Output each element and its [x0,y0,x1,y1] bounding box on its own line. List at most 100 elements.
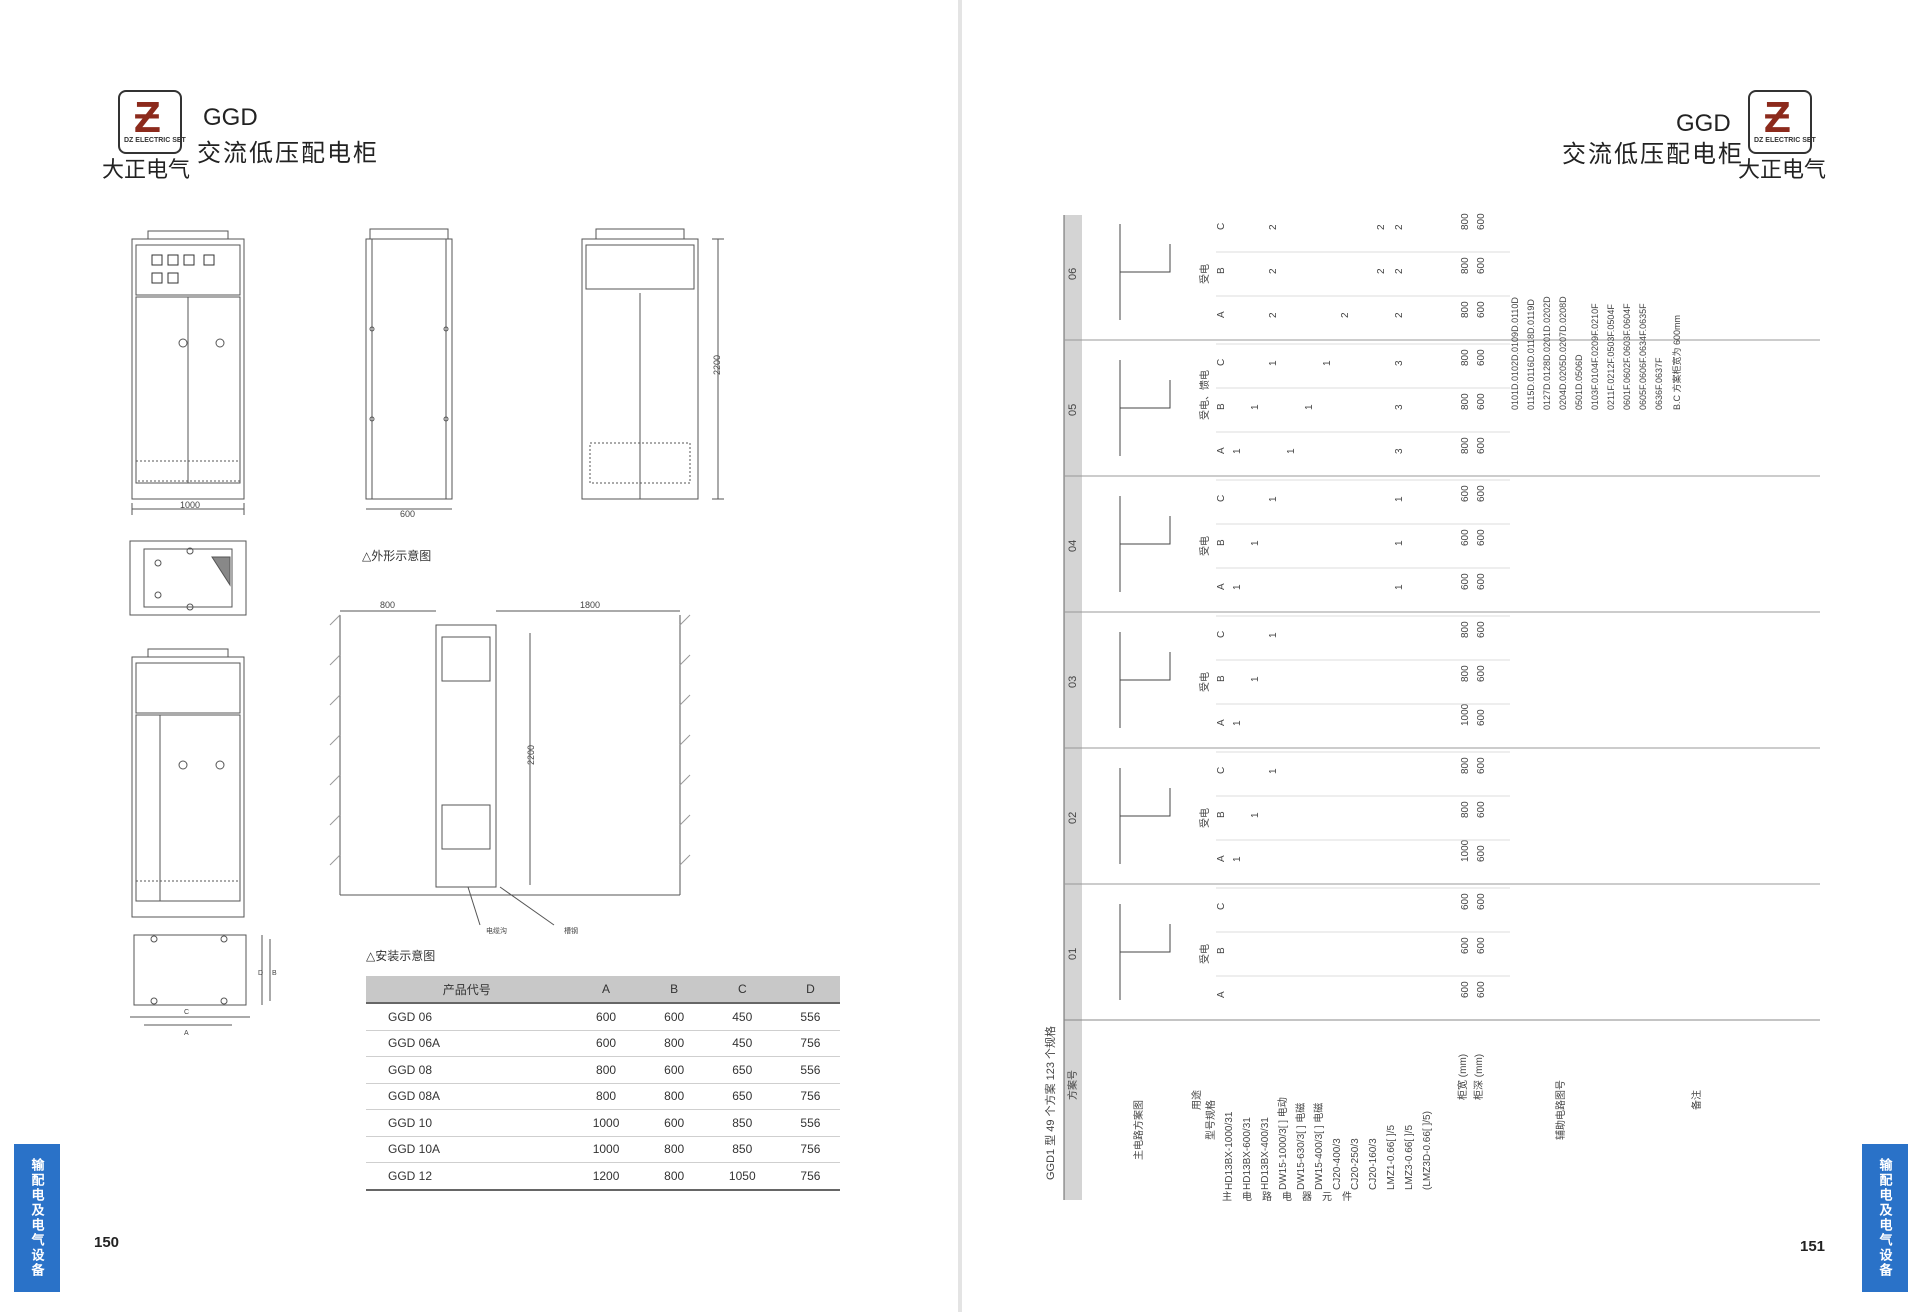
scheme-col-letter: B [1216,675,1227,682]
page-title-cn: 交流低压配电柜 [1562,141,1744,168]
scheme-col-letter: C [1216,223,1227,230]
table-cell: 650 [703,1083,781,1110]
label-component: (LMZ3D-0.66[ ]/5) [1422,1111,1433,1190]
scheme-col-letter: A [1216,991,1227,998]
component-mark: 1 [1286,448,1297,454]
component-mark: 1 [1232,720,1243,726]
cab-depth-value: 600 [1476,893,1487,910]
component-mark: 2 [1394,224,1405,230]
page-number-right: 151 [1800,1238,1826,1255]
scheme-usage: 受电 [1198,264,1211,284]
cabinet-front-view-2 [131,648,245,918]
table-cell: 556 [780,1109,840,1137]
table-cell: 600 [644,1056,704,1084]
cab-width-value: 1000 [1460,703,1471,726]
scheme-usage: 受电 [1198,944,1211,964]
component-mark: 1 [1394,496,1405,502]
cab-depth-value: 600 [1476,937,1487,954]
scheme-col-letter: A [1216,311,1227,318]
scheme-number: 03 [1067,676,1079,688]
table-title: GGD1 型 49 个方案 123 个规格 [1043,1026,1057,1180]
label-note: 备注 [1690,1090,1703,1110]
component-mark: 1 [1250,812,1261,818]
component-mark: 1 [1268,360,1279,366]
cab-width-value: 800 [1460,301,1471,318]
label-cab-depth: 柜深 (mm) [1472,1054,1485,1100]
label-circuit: 主电路方案图 [1132,1100,1145,1160]
aux-code: 0211F.0212F.0503F.0504F [1606,304,1616,410]
cab-width-value: 800 [1460,757,1471,774]
component-mark: 1 [1304,404,1315,410]
brand-name-cn: 大正电气 [102,157,191,182]
scheme-col-letter: C [1216,631,1227,638]
page-spine [958,0,962,1312]
base-dim-a: A [184,1030,189,1037]
table-cell: GGD 12 [366,1162,568,1191]
table-cell: 800 [644,1083,704,1110]
cab-width-value: 800 [1460,393,1471,410]
label-component: LMZ1-0.66[ ]/5 [1386,1125,1397,1190]
label-component: CJ20-400/3 [1332,1138,1343,1190]
dim-depth: 600 [400,509,415,519]
dim-height: 2200 [712,355,722,375]
component-mark: 3 [1394,360,1405,366]
scheme-usage: 受电 [1198,536,1211,556]
scheme-col-letter: B [1216,267,1227,274]
label-main-group: 元 [1322,1192,1332,1203]
lightning-bolt-icon: Ƶ [1764,93,1791,142]
col-header: 产品代号 [366,976,568,1004]
component-mark: 2 [1376,268,1387,274]
component-mark: 1 [1250,676,1261,682]
right-page: GGD 交流低压配电柜 Ƶ DZ ELECTRIC SET 大正电气 输配电及电… [962,0,1920,1312]
component-mark: 2 [1394,268,1405,274]
cabinet-back-view [581,228,724,500]
circuit-branch [1120,516,1171,545]
table-cell: 800 [567,1056,645,1084]
table-cell: GGD 10 [366,1109,568,1137]
scheme-number: 06 [1067,268,1079,280]
cab-depth-value: 600 [1476,393,1487,410]
circuit-branch [1120,924,1171,953]
table-cell: 650 [703,1056,781,1084]
label-main-group: 主 [1222,1191,1232,1203]
component-mark: 1 [1268,496,1279,502]
table-cell: 800 [644,1162,704,1191]
label-component: HD13BX-600/31 [1242,1117,1253,1190]
logo-box: Ƶ DZ ELECTRIC SET [118,90,186,154]
col-header: C [703,976,781,1004]
cabinet-drawings: 1000 600 2200 800 1800 2200 电缆沟 槽钢 C A D… [129,228,724,1037]
scheme-col-letter: B [1216,539,1227,546]
aux-code: 0636F.0637F [1654,357,1664,410]
table-cell: 450 [703,1003,781,1031]
cab-depth-value: 600 [1476,349,1487,366]
install-dim-right: 1800 [580,600,600,610]
cabinet-side-view [365,228,453,510]
cab-depth-value: 600 [1476,485,1487,502]
cab-depth-value: 600 [1476,573,1487,590]
circuit-branch [1120,788,1171,817]
install-dim-left: 800 [380,600,395,610]
scheme-col-letter: B [1216,947,1227,954]
install-label-channel: 槽钢 [564,926,578,935]
table-cell: 450 [703,1030,781,1057]
scheme-col-letter: A [1216,855,1227,862]
label-main-group: 电 [1282,1190,1292,1203]
label-component: DW15-400/3[ ] 电磁 [1312,1103,1325,1190]
caption-outline: △外形示意图 [362,549,432,563]
cab-width-value: 1000 [1460,839,1471,862]
page-title-en: GGD [203,104,258,131]
install-label-trench: 电缆沟 [486,926,507,935]
table-cell: 800 [567,1083,645,1110]
brand-name-cn: 大正电气 [1738,157,1827,182]
scheme-header-band [1064,215,1082,1200]
table-cell: 600 [567,1003,645,1031]
component-mark: 1 [1250,540,1261,546]
label-component: CJ20-160/3 [1368,1138,1379,1190]
side-tab-right: 输配电及电气设备 [1862,1144,1908,1292]
scheme-col-letter: A [1216,719,1227,726]
cab-depth-value: 600 [1476,621,1487,638]
cab-depth-value: 600 [1476,437,1487,454]
cabinet-plan-view [129,540,247,616]
